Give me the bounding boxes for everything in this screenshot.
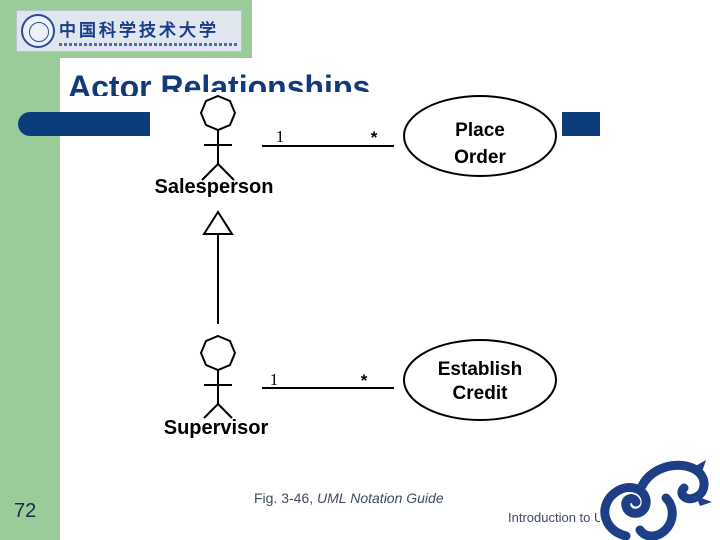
actor-salesperson	[199, 94, 237, 181]
footer-course-title: Introduction to UML	[508, 510, 600, 525]
use-case-place-order	[403, 95, 557, 177]
slide-number: 72	[14, 500, 37, 522]
caption-source: UML Notation Guide	[317, 490, 444, 506]
uml-diagram: Salesperson Supervisor 1 * Place Order 1…	[150, 92, 562, 440]
use-case-label-credit: Credit	[453, 383, 509, 404]
use-case-establish-credit	[403, 339, 557, 421]
use-case-label-place: Place	[455, 120, 505, 141]
multiplicity-salesperson: 1	[276, 127, 285, 146]
left-sidebar	[0, 0, 60, 540]
actor-label-salesperson: Salesperson	[155, 176, 274, 198]
university-seal-icon	[21, 14, 55, 48]
use-case-label-establish: Establish	[438, 359, 522, 380]
multiplicity-establish-credit: *	[361, 371, 368, 390]
multiplicity-place-order: *	[371, 128, 378, 147]
generalization-triangle-icon	[202, 210, 234, 235]
generalization-arrow	[202, 210, 234, 324]
university-english-name-logotype	[59, 43, 237, 46]
university-logo: 中国科学技术大学	[16, 10, 242, 52]
dragon-logo-icon	[600, 460, 712, 540]
uml-diagram-svg: Salesperson Supervisor 1 * Place Order 1…	[155, 94, 557, 439]
university-name-logotype: 中国科学技术大学	[59, 21, 219, 41]
actor-label-supervisor: Supervisor	[164, 417, 269, 439]
actor-head-icon	[199, 334, 237, 372]
actor-supervisor	[199, 334, 237, 419]
caption-prefix: Fig. 3-46,	[254, 490, 318, 506]
figure-caption: Fig. 3-46, UML Notation Guide	[254, 490, 444, 506]
actor-head-icon	[199, 94, 237, 132]
slide-title: Actor Relationships	[68, 69, 371, 96]
multiplicity-supervisor: 1	[270, 370, 279, 389]
use-case-label-order: Order	[454, 147, 506, 168]
